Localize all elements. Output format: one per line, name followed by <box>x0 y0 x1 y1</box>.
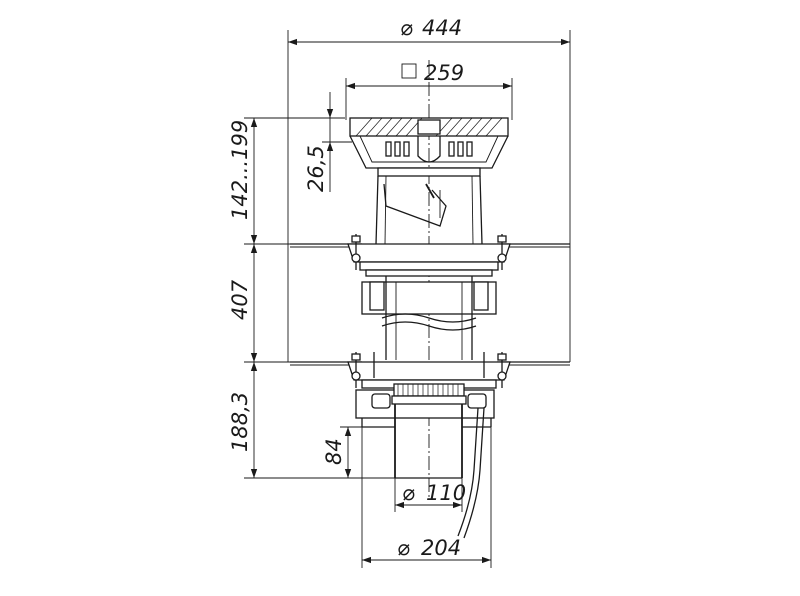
grate <box>349 117 509 169</box>
square-symbol-icon <box>401 63 417 79</box>
lower-height-label: 188,3 <box>228 392 252 452</box>
diameter-symbol-flange: ⌀ <box>397 536 410 560</box>
grate-offset-label: 26,5 <box>304 145 328 192</box>
dimension-grate-offset: 26,5 <box>304 92 352 192</box>
dimension-pipe-length: 84 <box>322 426 395 478</box>
heated-lower-body <box>355 383 495 428</box>
flange-diameter-label: 204 <box>421 536 461 560</box>
lower-membrane <box>290 352 570 389</box>
middle-height-label: 407 <box>228 279 252 320</box>
pipe-length-label: 84 <box>322 438 346 465</box>
adjust-height-label: 142...199 <box>228 120 252 220</box>
dimension-pipe-diameter: ⌀ 110 <box>394 478 466 512</box>
grate-size-label: 259 <box>424 61 464 85</box>
dimension-middle-height: 407 <box>228 244 290 363</box>
diameter-symbol-outer: ⌀ <box>400 16 413 40</box>
dimension-adjust-height: 142...199 <box>228 117 345 245</box>
upper-sleeve <box>375 167 483 245</box>
outlet-pipe <box>394 404 463 479</box>
mid-body <box>361 276 497 360</box>
dimension-outer-diameter: ⌀ 444 <box>287 16 571 362</box>
pipe-diameter-label: 110 <box>426 481 466 505</box>
dimension-lower-height: 188,3 <box>228 362 395 479</box>
dimension-flange-diameter: ⌀ 204 <box>361 418 492 568</box>
outer-diameter-label: 444 <box>422 16 462 40</box>
diameter-symbol-pipe: ⌀ <box>402 481 415 505</box>
upper-membrane <box>290 234 570 277</box>
heating-cable <box>457 407 485 539</box>
